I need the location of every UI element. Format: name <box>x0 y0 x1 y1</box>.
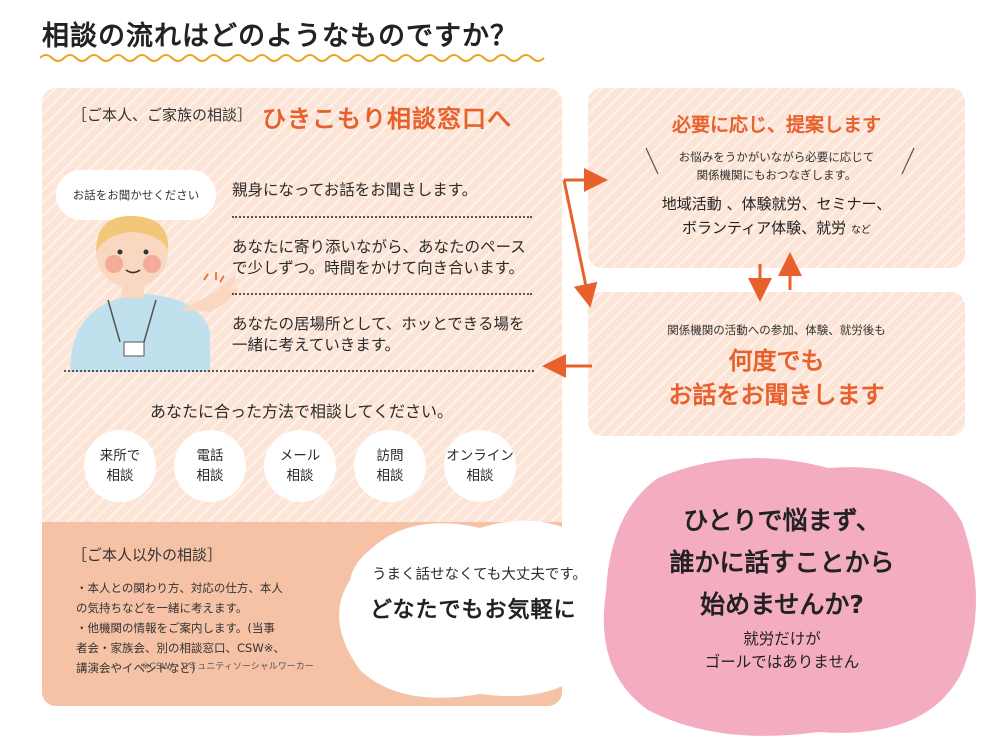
propose-options-line2: ボランティア体験、就労 <box>682 219 847 237</box>
propose-options: 地域活動 、体験就労、セミナー、 ボランティア体験、就労 など <box>588 192 965 243</box>
cycle-arrows <box>748 252 802 302</box>
dotted-divider <box>232 216 532 218</box>
title-underline <box>40 54 545 62</box>
counselor-illustration <box>70 215 238 372</box>
method-label-bottom: 相談 <box>106 468 134 484</box>
reassurance-big-text: どなたでもお気軽に <box>370 598 577 623</box>
method-label-top: 訪問 <box>376 448 404 464</box>
method-visit-office: 来所で相談 <box>84 430 156 502</box>
point-place: あなたの居場所として、ホッとできる場を一緒に考えていきます。 <box>232 315 525 354</box>
anytime-heading: 何度でも お話をお聞きします <box>588 344 965 412</box>
message-heading: ひとりで悩まず、 誰かに話すことから 始めませんか? <box>612 500 952 626</box>
propose-description-line1: お悩みをうかがいながら必要に応じて <box>678 150 875 164</box>
method-label-bottom: 相談 <box>466 468 494 484</box>
propose-box <box>588 88 965 268</box>
method-label-bottom: 相談 <box>196 468 224 484</box>
propose-description-line2: 関係機関にもおつなぎします。 <box>696 168 857 182</box>
message-sub-line2: ゴールではありません <box>704 653 860 671</box>
dotted-divider <box>232 293 532 295</box>
propose-options-line1: 地域活動 、体験就労、セミナー、 <box>661 195 892 213</box>
propose-options-suffix: など <box>850 225 871 236</box>
flow-arrows <box>542 168 608 378</box>
message-line3: 始めませんか? <box>700 590 864 619</box>
consultation-category-label: ［ご本人、ご家族の相談］ <box>72 106 253 124</box>
method-label-top: オンライン <box>446 448 514 464</box>
speech-bubble: お話をお聞かせください <box>56 170 216 220</box>
method-label-bottom: 相談 <box>376 468 404 484</box>
consultation-window-heading: ひきこもり相談窓口へ <box>262 105 512 133</box>
sparkle-lines <box>645 147 915 175</box>
method-online: オンライン相談 <box>444 430 516 502</box>
method-home-visit: 訪問相談 <box>354 430 426 502</box>
others-heading: ［ご本人以外の相談］ <box>72 546 223 564</box>
methods-heading: あなたに合った方法で相談してください。 <box>150 402 454 421</box>
message-line2: 誰かに話すことから <box>669 548 895 577</box>
arrow-to-anytime <box>562 179 598 308</box>
point-pace: あなたに寄り添いながら、あなたのペースで少しずつ。時間をかけて向き合います。 <box>232 238 526 277</box>
message-sub-line1: 就労だけが <box>743 630 821 648</box>
anytime-heading-line2: お話をお聞きします <box>668 381 885 409</box>
anytime-description: 関係機関の活動への参加、体験、就労後も <box>667 323 886 337</box>
motion-lines <box>203 272 225 283</box>
speech-bubble-text: お話をお聞かせください <box>72 188 200 202</box>
anytime-heading-line1: 何度でも <box>728 347 825 375</box>
reassurance-small-text: うまく話せなくても大丈夫です。 <box>372 567 587 583</box>
dotted-divider <box>64 370 534 372</box>
propose-description: お悩みをうかがいながら必要に応じて 関係機関にもおつなぎします。 <box>588 148 965 184</box>
method-label-top: メール <box>279 448 321 464</box>
reassurance-cloud <box>339 520 613 698</box>
point-listen: 親身になってお話をお聞きします。 <box>232 181 478 199</box>
page-title: 相談の流れはどのようなものですか？ <box>42 21 518 52</box>
anytime-box <box>588 292 965 436</box>
others-bullet-relationship: ・本人との関わり方、対応の仕方、本人の気持ちなどを一緒に考えます。 <box>76 581 283 615</box>
method-label-top: 来所で <box>99 448 141 464</box>
method-label-top: 電話 <box>196 448 224 464</box>
method-email: メール相談 <box>264 430 336 502</box>
method-phone: 電話相談 <box>174 430 246 502</box>
others-bullet-info: ・他機関の情報をご案内します。(当事者会・家族会、別の相談窓口、CSW※、講演会… <box>76 621 285 675</box>
message-blob <box>603 458 976 736</box>
message-line1: ひとりで悩まず、 <box>683 506 881 535</box>
message-subtext: 就労だけが ゴールではありません <box>612 628 952 674</box>
method-label-bottom: 相談 <box>286 468 314 484</box>
propose-heading: 必要に応じ、提案します <box>671 114 881 136</box>
csw-footnote: ※CSW＝コミュニティソーシャルワーカー <box>142 662 314 672</box>
